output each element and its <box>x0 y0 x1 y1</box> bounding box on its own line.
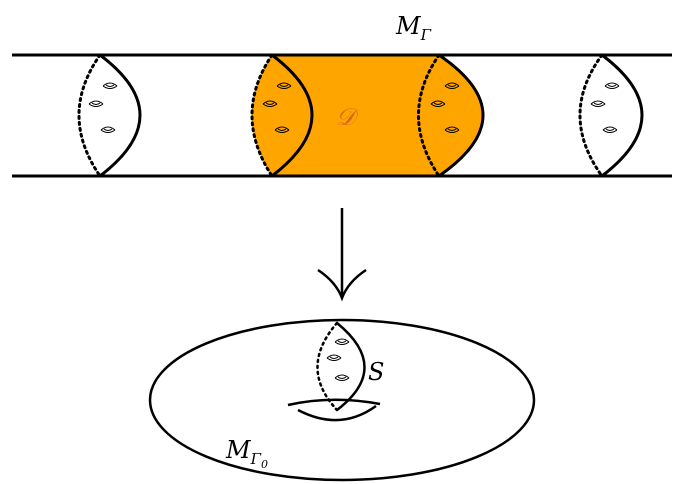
surface-label: S <box>368 358 384 386</box>
handle-icon <box>100 126 116 133</box>
cross-section-2 <box>250 53 314 178</box>
handle-icon <box>102 82 118 89</box>
domain-region <box>252 55 483 176</box>
handle-icon <box>590 100 606 107</box>
cross-section-1 <box>77 53 142 178</box>
handle-icon <box>604 82 620 89</box>
cross-section-3 <box>417 53 485 178</box>
handle-icon <box>334 338 350 345</box>
surface-S <box>316 321 366 412</box>
handle-icon <box>602 126 618 133</box>
bottom-manifold-label: MΓ0 <box>225 436 268 471</box>
handle-icon <box>88 100 104 107</box>
hole-lower-curve <box>297 404 377 422</box>
hole-upper-curve <box>287 398 381 407</box>
quotient-surface <box>148 318 536 482</box>
down-arrow-icon <box>317 208 367 302</box>
top-manifold-label: MΓ <box>395 12 432 44</box>
handle-icon <box>326 354 342 361</box>
cross-section-4 <box>578 53 644 178</box>
handle-icon <box>334 374 350 381</box>
